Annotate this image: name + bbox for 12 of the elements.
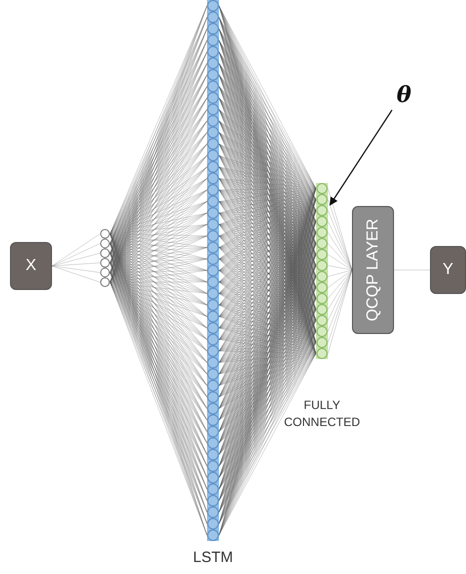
variable-box: X: [10, 242, 52, 290]
layer-caption: FULLY CONNECTED: [282, 397, 361, 431]
layer-label: LSTM: [193, 549, 233, 566]
connection-lines: [110, 6, 208, 536]
arrow: [330, 110, 392, 206]
connection-lines: [218, 6, 316, 536]
connection-lines: [52, 234, 100, 282]
neuron-layer: [100, 229, 110, 287]
parameter-symbol: θ: [392, 80, 416, 110]
layer-box: QCQP LAYER: [352, 206, 394, 334]
variable-box: Y: [430, 246, 466, 294]
connection-lines: [328, 188, 352, 354]
